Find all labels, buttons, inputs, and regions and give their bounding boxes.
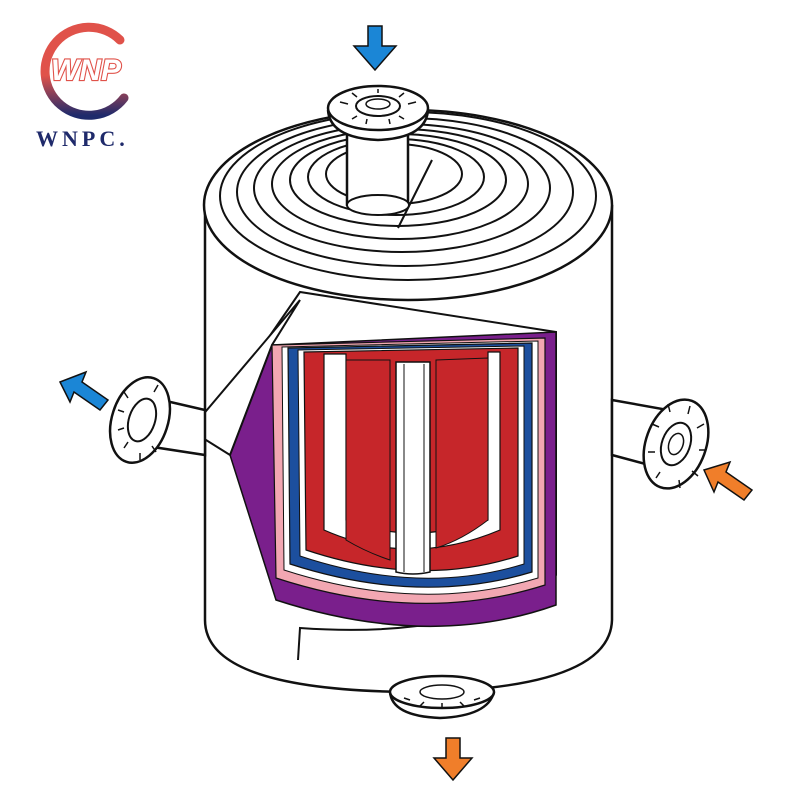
logo-mark-text: WNP (51, 54, 122, 87)
right-flange (642, 398, 710, 490)
bottom-flange (388, 674, 496, 720)
spiral-coil-top (219, 111, 597, 281)
cutaway-section (188, 290, 557, 661)
top-flange (326, 84, 430, 142)
bottom-outlet-arrow (432, 737, 474, 782)
wnp-logo: WNP (40, 22, 129, 120)
top-inlet-arrow (352, 25, 398, 72)
left-outlet-arrow (58, 370, 110, 412)
company-name: WNPC. (36, 126, 129, 151)
left-flange (108, 376, 172, 464)
right-inlet-arrow (702, 460, 754, 502)
top-nozzle (345, 122, 410, 216)
